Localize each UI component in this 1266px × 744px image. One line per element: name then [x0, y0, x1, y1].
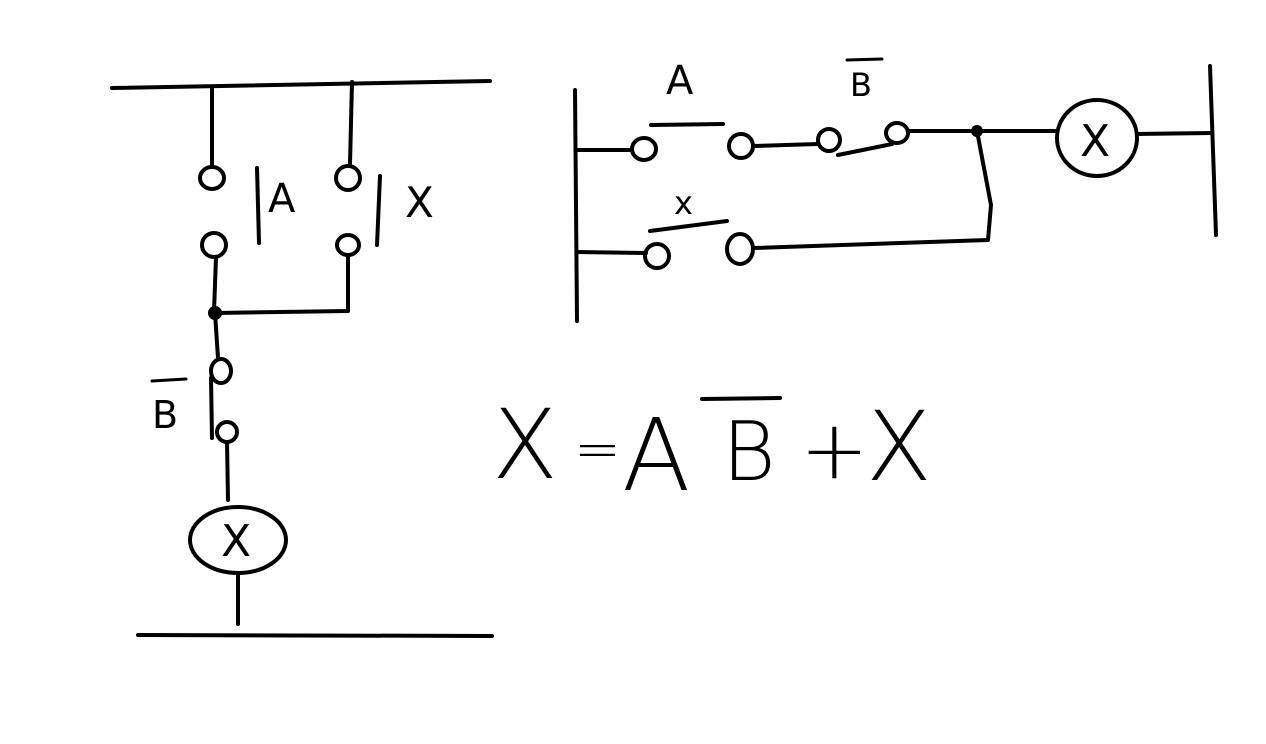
- equation-lhs: X: [492, 389, 558, 501]
- right-contact-x-bar: [648, 219, 729, 233]
- left-branch-x-join-wire: [213, 253, 350, 315]
- left-contact-x-label: X: [405, 178, 434, 227]
- left-contact-b-bar: [209, 376, 214, 440]
- right-contact-b-left-terminal: [816, 127, 842, 153]
- equation-term-x: X: [866, 391, 932, 503]
- right-left-rail: [573, 88, 579, 323]
- equation-term-b: B: [722, 405, 776, 500]
- left-coil-label: X: [221, 516, 251, 567]
- right-contact-b-bar: [836, 142, 894, 157]
- left-contact-b-overbar: [150, 377, 188, 383]
- left-wire-to-b: [213, 311, 220, 360]
- right-right-rail: [1208, 64, 1218, 237]
- right-wire-to-x: [575, 250, 648, 255]
- right-seal-in-return-wire: [752, 129, 993, 250]
- left-contact-b-label: B: [152, 393, 178, 437]
- right-coil-circle: [1055, 98, 1139, 178]
- right-contact-x-right-terminal: [725, 232, 755, 266]
- right-diagram: A B X x: [573, 57, 1218, 323]
- right-contact-b-right-terminal: [884, 121, 910, 145]
- left-contact-a-label: A: [268, 176, 296, 222]
- left-diagram: A X B X: [110, 79, 494, 638]
- left-contact-x-top-terminal: [334, 164, 362, 192]
- left-contact-x-bottom-terminal: [335, 233, 361, 257]
- left-contact-a-bar: [255, 166, 261, 245]
- right-contact-a-bar: [649, 122, 725, 127]
- left-wire-to-coil: [225, 440, 230, 502]
- left-branch-a-down-wire: [212, 255, 218, 314]
- left-contact-a-bottom-terminal: [200, 231, 228, 259]
- right-contact-b-overbar: [845, 57, 884, 62]
- left-contact-a-top-terminal: [198, 165, 226, 191]
- right-wire-a-to-b: [751, 142, 820, 148]
- right-coil-label: X: [1080, 116, 1110, 167]
- right-contact-a-left-terminal: [630, 136, 658, 162]
- right-wire-coil-to-rail: [1135, 131, 1214, 136]
- right-contact-x-label: x: [674, 184, 693, 222]
- left-branch-x-top-wire: [348, 80, 354, 166]
- left-contact-x-bar: [375, 174, 382, 247]
- left-contact-b-top-terminal: [209, 357, 233, 385]
- equation-term-a: A: [622, 397, 690, 514]
- equation-equals-sign: =: [574, 417, 621, 482]
- left-top-rail: [110, 79, 492, 90]
- right-contact-a-right-terminal: [727, 132, 755, 160]
- boolean-equation: X = A B + X: [492, 389, 932, 514]
- right-contact-a-label: A: [666, 58, 694, 104]
- equation-term-b-overbar: [700, 396, 782, 401]
- left-bottom-rail: [136, 633, 494, 638]
- right-contact-b-label: B: [850, 66, 872, 104]
- equation-plus-sign: +: [800, 403, 869, 498]
- right-contact-x-left-terminal: [643, 242, 671, 270]
- left-contact-b-bottom-terminal: [215, 420, 239, 444]
